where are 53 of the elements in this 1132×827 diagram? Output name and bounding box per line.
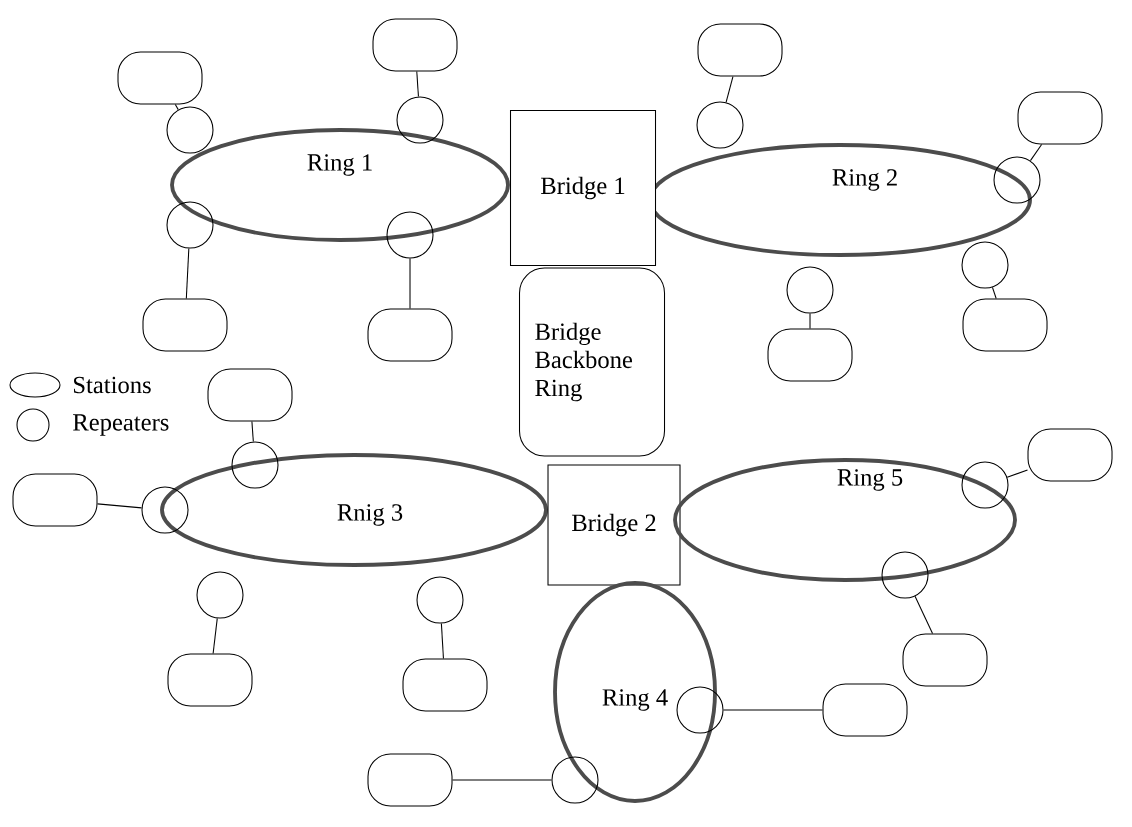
repeater-circle [993,156,1041,204]
repeater-circle [231,441,279,489]
repeater-circle [141,486,189,534]
station-box [372,18,458,72]
repeater-circle [551,756,599,804]
connector-line [723,709,823,711]
station-box [1017,91,1103,145]
connector-line [416,71,419,98]
connector-line [809,313,811,329]
connector-line [185,247,190,299]
station-box [767,328,853,382]
repeater-circle [961,241,1009,289]
station-box [207,368,293,422]
station-box [367,308,453,362]
station-box [167,653,253,707]
station-box [822,683,908,737]
connector-line [409,258,411,309]
connector-line [1006,469,1028,478]
station-box [902,633,988,687]
station-box [402,658,488,712]
station-box [367,753,453,807]
connector-line [212,617,218,654]
repeater-circle [961,461,1009,509]
connector-line [440,622,444,659]
connector-line [725,76,734,103]
repeater-circle [416,576,464,624]
repeater-circle [696,101,744,149]
connector-line [452,779,552,781]
legend-label: Repeaters [73,414,169,436]
backbone-box: Bridge Backbone Ring [519,267,666,457]
repeater-circle [786,266,834,314]
bridge-box: Bridge 2 [547,464,681,586]
station-box [962,298,1048,352]
station-box [1027,428,1113,482]
connector-line [914,595,934,634]
station-box [117,51,203,105]
connector-line [97,503,143,509]
repeater-circle [396,96,444,144]
repeater-circle [166,106,214,154]
connector-line [991,286,997,299]
legend-label: Stations [74,376,151,394]
repeater-circle [676,686,724,734]
connector-line [174,104,179,111]
station-box [142,298,228,352]
repeater-circle [196,571,244,619]
connector-line [251,421,254,443]
repeater-circle [881,551,929,599]
station-box [697,23,783,77]
station-box [12,473,98,527]
repeater-circle [386,211,434,259]
repeater-circle [166,201,214,249]
bridge-box: Bridge 1 [510,109,657,267]
connector-line [1029,144,1043,162]
